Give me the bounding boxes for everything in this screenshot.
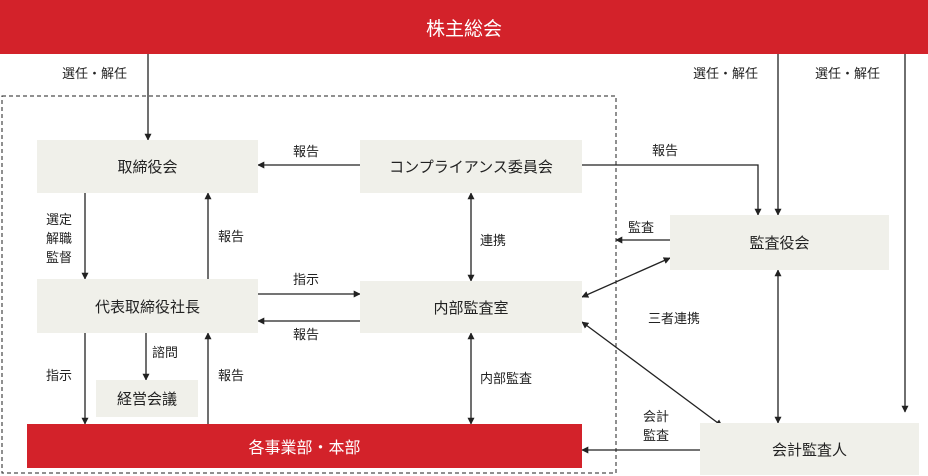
- label-president-instruct-div: 指示: [46, 369, 73, 384]
- node-internal-audit: 内部監査室: [360, 281, 582, 333]
- label-board-president: 選定 解職 監督: [46, 211, 72, 268]
- node-board: 取締役会: [37, 140, 258, 193]
- label-elect-accounting: 選任・解任: [815, 67, 881, 82]
- label-president-board: 報告: [218, 230, 245, 245]
- label-three-party: 三者連携: [648, 312, 701, 327]
- label-consult: 諮問: [152, 346, 179, 361]
- arrow-auditors-internal: [581, 257, 671, 298]
- label-board-president-1: 選定: [46, 213, 73, 228]
- label-compliance-internal: 連携: [480, 234, 507, 249]
- node-accounting-auditor: 会計監査人: [700, 423, 919, 475]
- label-elect-board: 選任・解任: [62, 67, 128, 82]
- node-shareholders: 株主総会: [0, 0, 928, 54]
- label-accounting-audit-1: 会計: [643, 410, 670, 425]
- label-auditors-audit: 監査: [628, 221, 655, 236]
- company-boundary: [1, 95, 617, 474]
- label-board-president-2: 解職: [46, 232, 73, 247]
- label-president-instruct-audit: 指示: [293, 273, 320, 288]
- node-auditors: 監査役会: [670, 215, 889, 270]
- label-accounting-audit: 会計 監査: [643, 408, 669, 446]
- node-compliance: コンプライアンス委員会: [360, 140, 582, 193]
- label-elect-auditors: 選任・解任: [693, 67, 759, 82]
- node-divisions: 各事業部・本部: [27, 424, 582, 468]
- label-audit-report-president: 報告: [293, 328, 320, 343]
- label-board-president-3: 監督: [46, 251, 73, 266]
- label-div-report: 報告: [218, 369, 245, 384]
- arrow-internal-accounting: [581, 321, 723, 427]
- label-accounting-audit-2: 監査: [643, 429, 670, 444]
- node-president: 代表取締役社長: [37, 279, 258, 333]
- label-internal-audit-div: 内部監査: [480, 372, 533, 387]
- node-management-meeting: 経営会議: [96, 380, 198, 417]
- label-compliance-auditors: 報告: [652, 144, 679, 159]
- label-compliance-board: 報告: [293, 145, 320, 160]
- arrow-compliance-auditors: [582, 164, 762, 216]
